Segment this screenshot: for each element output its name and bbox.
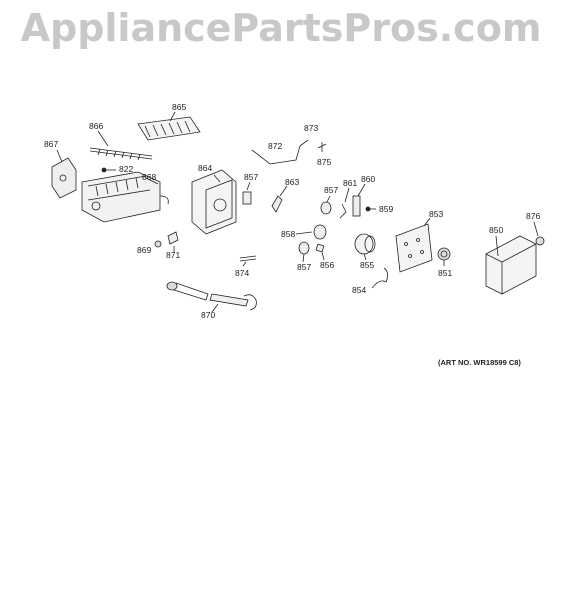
label-871: 871: [166, 250, 180, 260]
part-865-ice-rack[interactable]: [137, 111, 201, 141]
label-853: 853: [429, 209, 443, 219]
label-863: 863: [285, 177, 299, 187]
label-857b: 857: [324, 185, 338, 195]
part-869-clip[interactable]: [154, 240, 162, 248]
label-858: 858: [281, 229, 295, 239]
part-868-icemaker[interactable]: [81, 171, 169, 223]
part-857b-gear[interactable]: [320, 195, 332, 215]
label-876: 876: [526, 211, 540, 221]
part-856-clip[interactable]: [315, 243, 325, 261]
part-859-screw[interactable]: [365, 206, 376, 212]
label-822: 822: [119, 164, 133, 174]
part-860-bracket[interactable]: [352, 183, 366, 217]
label-865: 865: [172, 102, 186, 112]
part-872-arm[interactable]: [251, 139, 309, 165]
label-868: 868: [142, 172, 156, 182]
part-853-board[interactable]: [395, 217, 433, 273]
label-869: 869: [137, 245, 151, 255]
label-855: 855: [360, 260, 374, 270]
part-822-screw[interactable]: [101, 167, 116, 173]
part-851-knob[interactable]: [437, 247, 451, 266]
label-867: 867: [44, 139, 58, 149]
part-850-cover[interactable]: [485, 235, 537, 295]
part-863-lever[interactable]: [271, 185, 288, 213]
part-858-motor[interactable]: [295, 224, 327, 240]
part-867-plate[interactable]: [51, 149, 77, 199]
label-874: 874: [235, 268, 249, 278]
part-875-pin[interactable]: [317, 142, 327, 152]
label-875: 875: [317, 157, 331, 167]
label-873: 873: [304, 123, 318, 133]
label-854: 854: [352, 285, 366, 295]
label-864: 864: [198, 163, 212, 173]
art-number: (ART NO. WR18599 C8): [438, 358, 521, 367]
part-874-tube[interactable]: [239, 255, 257, 267]
label-872: 872: [268, 141, 282, 151]
label-859: 859: [379, 204, 393, 214]
site-watermark: AppliancePartsPros.com: [20, 6, 542, 50]
label-861: 861: [343, 178, 357, 188]
part-870-fill-tube[interactable]: [166, 281, 257, 313]
label-870: 870: [201, 310, 215, 320]
label-856: 856: [320, 260, 334, 270]
part-866-ejector[interactable]: [89, 130, 153, 161]
part-871-connector[interactable]: [167, 231, 179, 252]
label-857a: 857: [244, 172, 258, 182]
part-864-housing[interactable]: [191, 169, 237, 235]
label-850: 850: [489, 225, 503, 235]
label-866: 866: [89, 121, 103, 131]
label-860: 860: [361, 174, 375, 184]
part-855-thermostat[interactable]: [354, 233, 376, 261]
label-851: 851: [438, 268, 452, 278]
part-857a-cam[interactable]: [242, 181, 252, 205]
part-861-spring[interactable]: [339, 187, 350, 219]
part-854-wire[interactable]: [371, 267, 388, 289]
part-857c-gear[interactable]: [298, 241, 310, 263]
label-857c: 857: [297, 262, 311, 272]
part-876-nut[interactable]: [533, 221, 545, 246]
